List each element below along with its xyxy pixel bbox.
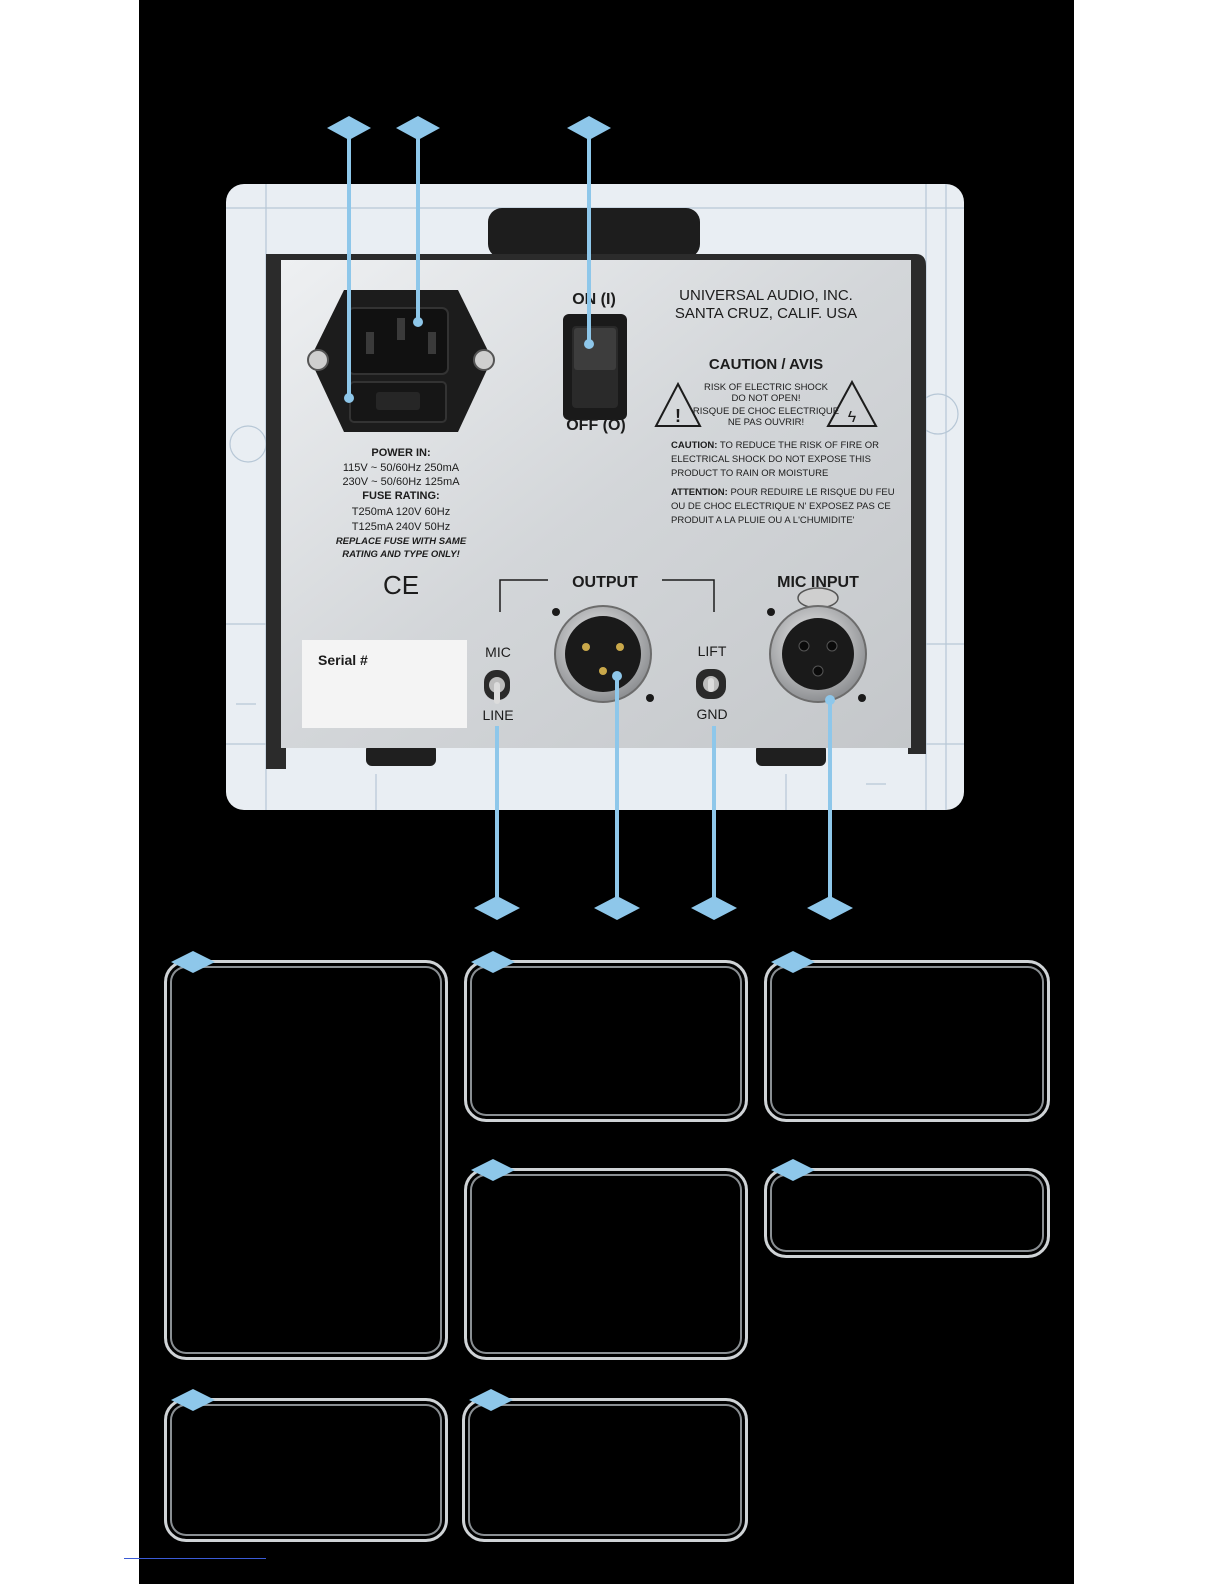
gnd-label: GND <box>696 706 727 722</box>
power-in-heading: POWER IN: <box>371 447 430 459</box>
serial-label: Serial # <box>318 652 368 668</box>
power-off-label: OFF (O) <box>566 417 626 434</box>
attention-text-1: POUR REDUIRE LE RISQUE DU FEU <box>728 487 895 498</box>
fuse-rating-heading: FUSE RATING: <box>362 490 439 502</box>
maker-line-2: SANTA CRUZ, CALIF. USA <box>675 305 857 322</box>
lift-label: LIFT <box>698 643 727 659</box>
power-switch[interactable] <box>563 314 627 420</box>
replace-fuse-line-2: RATING AND TYPE ONLY! <box>342 549 460 560</box>
description-box-1 <box>164 951 448 1360</box>
serial-sticker <box>302 640 467 728</box>
description-box-2-marker <box>471 951 515 973</box>
foot-right <box>756 744 826 766</box>
shock-line-1: RISK OF ELECTRIC SHOCK <box>704 382 829 393</box>
description-box-2 <box>464 951 748 1122</box>
attention-paragraph-line-3: PRODUIT A LA PLUIE OU A L'CHUMIDITE' <box>671 515 855 526</box>
exclamation-mark-icon: ! <box>675 406 681 426</box>
warning-exclamation-icon <box>654 381 702 427</box>
rear-panel-photo: ON (I) OFF (O) UNIVERSAL AUDIO, INC. SAN… <box>226 184 964 810</box>
caution-text-1: TO REDUCE THE RISK OF FIRE OR <box>717 440 879 451</box>
lightning-bolt-icon: ϟ <box>848 409 857 426</box>
caution-paragraph-line-2: ELECTRICAL SHOCK DO NOT EXPOSE THIS <box>671 454 871 465</box>
ce-mark: CE <box>383 570 419 600</box>
fuse-line-2: T125mA 240V 50Hz <box>352 521 450 533</box>
footnote-rule <box>124 1558 266 1559</box>
attention-paragraph-line-1: ATTENTION: POUR REDUIRE LE RISQUE DU FEU <box>671 487 895 498</box>
description-box-3 <box>764 951 1050 1122</box>
maker-line-1: UNIVERSAL AUDIO, INC. <box>679 287 853 304</box>
rear-panel-illustration: ON (I) OFF (O) UNIVERSAL AUDIO, INC. SAN… <box>226 184 964 810</box>
replace-fuse-line-1: REPLACE FUSE WITH SAME <box>336 536 467 547</box>
top-handle <box>488 208 700 258</box>
power-line-2: 230V ~ 50/60Hz 125mA <box>342 476 460 488</box>
fuse-line-1: T250mA 120V 60Hz <box>352 506 450 518</box>
description-box-5 <box>764 1159 1050 1258</box>
description-box-1-marker <box>171 951 215 973</box>
mic-label: MIC <box>485 644 511 660</box>
shock-line-2: DO NOT OPEN! <box>732 393 801 404</box>
description-box-3-marker <box>771 951 815 973</box>
description-box-6-marker <box>171 1389 215 1411</box>
output-xlr-connector[interactable] <box>552 605 654 703</box>
description-box-4-marker <box>471 1159 515 1181</box>
description-box-7-marker <box>469 1389 513 1411</box>
attention-heading: ATTENTION: <box>671 487 728 498</box>
warning-lightning-icon <box>826 379 878 427</box>
output-label: OUTPUT <box>572 574 638 591</box>
line-label: LINE <box>482 707 513 723</box>
description-box-4 <box>464 1159 748 1360</box>
caution-paragraph-line-1: CAUTION: TO REDUCE THE RISK OF FIRE OR <box>671 440 879 451</box>
caution-paragraph-line-3: PRODUCT TO RAIN OR MOISTURE <box>671 468 828 479</box>
description-box-7 <box>462 1389 748 1542</box>
power-line-1: 115V ~ 50/60Hz 250mA <box>343 462 460 474</box>
attention-paragraph-line-2: OU DE CHOC ELECTRIQUE N' EXPOSEZ PAS CE <box>671 501 891 512</box>
power-on-label: ON (I) <box>572 291 616 308</box>
description-box-6 <box>164 1389 448 1542</box>
description-box-5-marker <box>771 1159 815 1181</box>
mic-input-label: MIC INPUT <box>777 574 859 591</box>
foot-left <box>366 744 436 766</box>
caution-title: CAUTION / AVIS <box>709 356 823 373</box>
shock-line-4: NE PAS OUVRIR! <box>728 417 804 428</box>
shock-line-3: RISQUE DE CHOC ELECTRIQUE <box>693 406 839 417</box>
power-inlet <box>307 290 495 432</box>
caution-heading: CAUTION: <box>671 440 717 451</box>
mic-input-xlr-connector[interactable] <box>767 587 867 703</box>
mic-line-toggle[interactable] <box>484 670 510 704</box>
ground-lift-toggle[interactable] <box>696 669 726 699</box>
